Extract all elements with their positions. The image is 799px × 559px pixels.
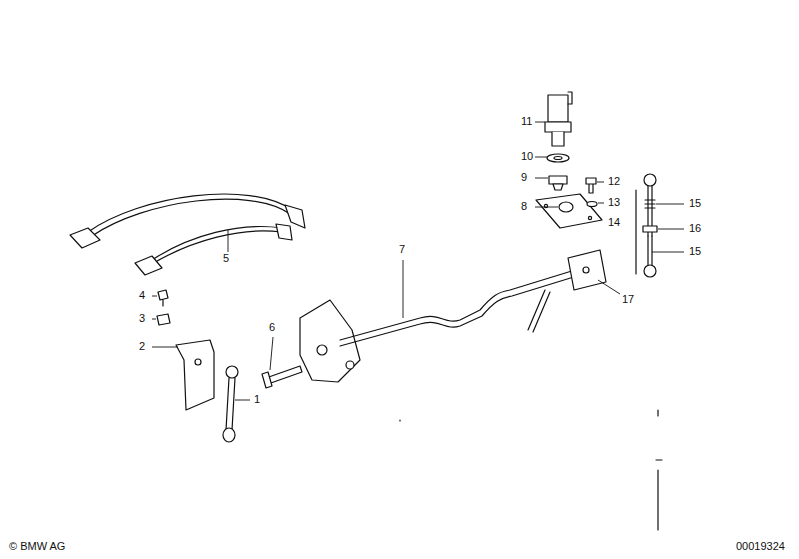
leader-line bbox=[270, 337, 273, 370]
hole bbox=[588, 216, 591, 219]
ball-socket bbox=[644, 265, 656, 277]
callout-number: 3 bbox=[138, 312, 146, 325]
pivot bbox=[346, 361, 354, 369]
callout-number: 9 bbox=[520, 171, 528, 184]
bracket bbox=[176, 340, 214, 410]
leader-line bbox=[535, 122, 545, 123]
thread bbox=[645, 200, 655, 208]
switch bbox=[548, 95, 568, 122]
leader-line bbox=[152, 347, 178, 348]
nut bbox=[157, 314, 170, 325]
hole bbox=[583, 267, 589, 273]
cable bbox=[152, 231, 281, 264]
bolt bbox=[266, 366, 302, 384]
drawing-number: 00019324 bbox=[735, 540, 786, 553]
hole bbox=[195, 359, 201, 365]
callout-number: 10 bbox=[520, 150, 534, 163]
cable bbox=[152, 227, 282, 260]
leader-line bbox=[235, 400, 250, 401]
boss bbox=[559, 202, 573, 212]
link-rod bbox=[226, 378, 235, 430]
ball-joint bbox=[226, 366, 238, 378]
leader-line bbox=[535, 157, 547, 158]
lever-bracket bbox=[300, 300, 360, 382]
leader-line bbox=[152, 296, 157, 297]
reference-line bbox=[656, 410, 662, 530]
callout-number: 16 bbox=[688, 222, 702, 235]
callout-number: 8 bbox=[520, 200, 528, 213]
cable-terminal bbox=[135, 256, 162, 275]
callout-number: 5 bbox=[222, 252, 230, 265]
ball-socket bbox=[644, 174, 656, 186]
leader-line bbox=[598, 280, 620, 294]
callout-number: 7 bbox=[398, 243, 406, 256]
leader-line bbox=[656, 204, 684, 205]
washer bbox=[587, 202, 597, 207]
leader-line bbox=[535, 178, 548, 179]
leader-line bbox=[598, 203, 604, 204]
adjusting-nut bbox=[643, 226, 657, 232]
callout-number: 2 bbox=[138, 340, 146, 353]
callout-number: 14 bbox=[607, 216, 621, 229]
leader-line bbox=[152, 319, 156, 320]
shift-shaft bbox=[340, 270, 575, 340]
adjusting-rod bbox=[648, 236, 652, 266]
leader-line bbox=[228, 230, 229, 252]
bracket-line bbox=[635, 190, 636, 274]
bracket bbox=[568, 250, 606, 290]
leader-line bbox=[597, 182, 604, 183]
cable-terminal bbox=[276, 224, 292, 240]
bolt bbox=[586, 178, 596, 193]
callout-number: 13 bbox=[607, 196, 621, 209]
rod-end bbox=[223, 428, 235, 442]
leader-line bbox=[652, 252, 684, 253]
leader-line bbox=[658, 229, 684, 230]
cable-terminal bbox=[285, 205, 305, 228]
pivot bbox=[317, 345, 327, 355]
switch-thread bbox=[552, 132, 564, 146]
leader-line bbox=[403, 260, 404, 318]
callout-number: 6 bbox=[268, 321, 276, 334]
lever-arm bbox=[528, 290, 550, 332]
callout-number: 1 bbox=[253, 393, 261, 406]
shift-shaft bbox=[340, 276, 577, 346]
callout-number: 4 bbox=[138, 289, 146, 302]
bolt-head bbox=[262, 372, 272, 388]
callout-number: 15 bbox=[688, 197, 702, 210]
callout-number: 17 bbox=[621, 293, 635, 306]
switch-body bbox=[545, 122, 571, 132]
leader-line bbox=[535, 207, 558, 208]
cable-terminal bbox=[70, 228, 100, 248]
clip bbox=[158, 290, 168, 306]
washer bbox=[547, 154, 569, 162]
callout-number: 12 bbox=[607, 175, 621, 188]
callout-number: 15 bbox=[688, 245, 702, 258]
mounting-plate bbox=[536, 194, 602, 228]
dot bbox=[399, 420, 400, 421]
nut bbox=[549, 176, 567, 184]
callout-number: 11 bbox=[520, 115, 533, 128]
copyright-notice: © BMW AG bbox=[8, 540, 66, 553]
switch-terminal bbox=[568, 92, 572, 104]
nut bbox=[553, 184, 563, 190]
washer-hole bbox=[554, 157, 562, 160]
